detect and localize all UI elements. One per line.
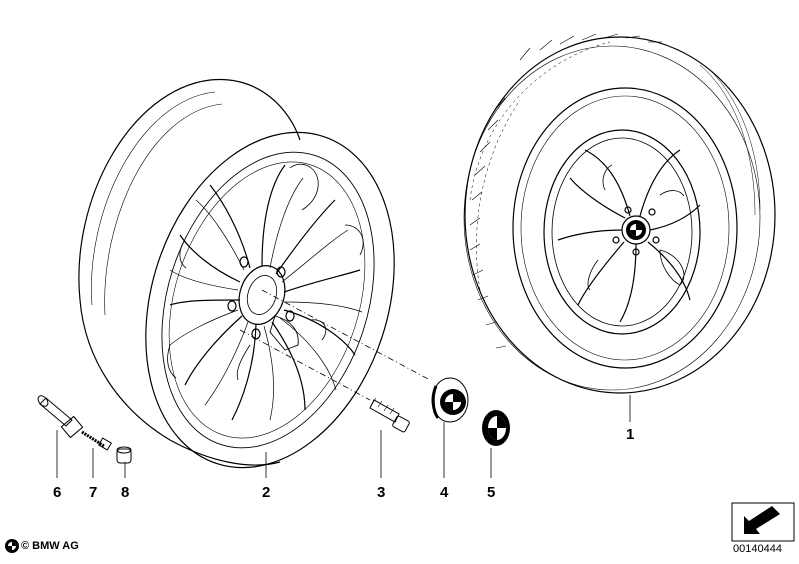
alloy-rim[interactable] — [78, 78, 435, 501]
wheel-hub-logo — [626, 220, 646, 240]
callout-7: 7 — [89, 484, 98, 501]
arrow-down-left-icon — [731, 502, 795, 542]
callout-2: 2 — [262, 484, 271, 501]
callout-5: 5 — [487, 484, 496, 501]
callout-6: 6 — [53, 484, 62, 501]
copyright-text: © BMW AG — [21, 540, 79, 552]
callout-4: 4 — [440, 484, 449, 501]
callout-3: 3 — [377, 484, 386, 501]
callout-1: 1 — [626, 426, 635, 443]
callout-8: 8 — [121, 484, 130, 501]
bmw-roundel-icon — [5, 539, 19, 553]
leader-lines — [56, 289, 631, 478]
wheel-bolt[interactable] — [369, 397, 410, 433]
diagram-number: 00140444 — [733, 543, 782, 555]
emblem-badge[interactable] — [482, 410, 510, 446]
valve-cap[interactable] — [116, 446, 132, 464]
hub-cap[interactable] — [431, 377, 469, 423]
complete-wheel-assembly[interactable] — [463, 33, 776, 394]
valve-insert[interactable] — [81, 430, 113, 451]
valve-stem[interactable] — [36, 394, 84, 439]
